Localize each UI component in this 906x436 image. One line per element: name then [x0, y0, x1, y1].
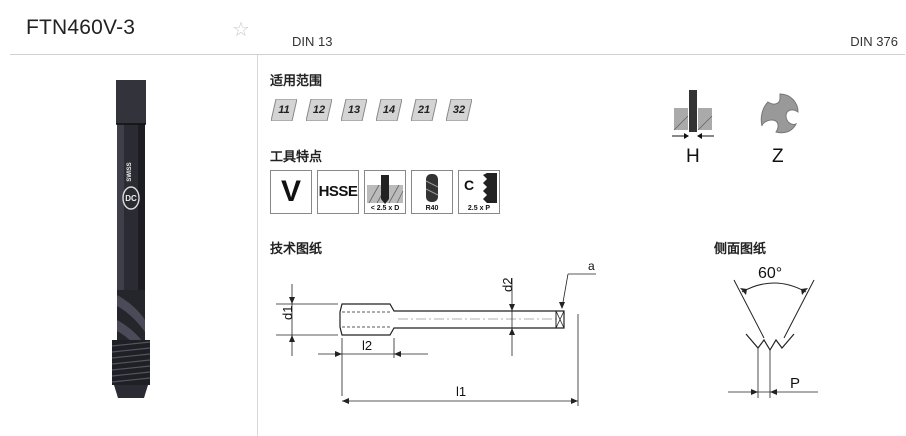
- section-technical-drawing: 技术图纸: [270, 241, 323, 256]
- feature-radius-icon: R40: [411, 170, 453, 214]
- feature-radius-caption: R40: [425, 205, 439, 212]
- app-badge-21: 21: [411, 99, 437, 121]
- dc-swiss-logo: DC SWISS: [122, 162, 140, 210]
- section-application-range: 适用范围: [270, 73, 323, 88]
- application-badges: 11 12 13 14 21 32: [271, 99, 472, 121]
- technical-drawing: d1 d2 l2 l1 a: [276, 259, 596, 406]
- hole-type-z: Z: [772, 146, 784, 167]
- feature-v-icon: V: [270, 170, 312, 214]
- tool-image: DC SWISS: [111, 80, 151, 398]
- label-a: a: [588, 259, 595, 273]
- feature-chamfer-caption: 2.5 x P: [467, 205, 491, 212]
- standard-din-left: DIN 13: [292, 34, 333, 49]
- app-badge-13: 13: [341, 99, 367, 121]
- feature-chamfer-letter: C: [464, 177, 475, 193]
- label-angle: 60°: [758, 265, 782, 282]
- feature-chamfer-icon: C 2.5 x P: [458, 170, 500, 214]
- logo-text: SWISS: [127, 162, 133, 181]
- star-outline-icon[interactable]: ☆: [232, 19, 250, 41]
- feature-hsse-icon: HSSE: [317, 170, 359, 214]
- label-l1: l1: [456, 384, 466, 399]
- section-tool-features: 工具特点: [270, 149, 323, 164]
- app-badge-32: 32: [446, 99, 472, 121]
- label-pitch: P: [790, 375, 800, 392]
- spiral-flute-icon: [760, 93, 799, 134]
- through-hole-icon: [672, 90, 714, 139]
- product-title: FTN460V-3: [26, 16, 136, 39]
- section-side-drawing: 侧面图纸: [714, 241, 767, 256]
- feature-depth-icon: < 2.5 x D: [364, 170, 406, 214]
- logo-brand: DC: [125, 194, 137, 203]
- standard-din-right: DIN 376: [850, 34, 898, 49]
- app-badge-14: 14: [376, 99, 402, 121]
- app-badge-11: 11: [271, 99, 297, 121]
- side-profile-drawing: 60° P: [728, 265, 818, 398]
- app-badge-12: 12: [306, 99, 332, 121]
- label-l2: l2: [362, 338, 372, 353]
- feature-depth-caption: < 2.5 x D: [370, 205, 400, 212]
- label-d1: d1: [280, 306, 295, 320]
- column-divider: [257, 55, 258, 436]
- header-divider: [10, 54, 905, 55]
- feature-icons: V HSSE < 2.5 x D R40 C 2.5 x P: [270, 170, 500, 214]
- hole-type-h: H: [686, 146, 700, 167]
- label-d2: d2: [500, 278, 515, 292]
